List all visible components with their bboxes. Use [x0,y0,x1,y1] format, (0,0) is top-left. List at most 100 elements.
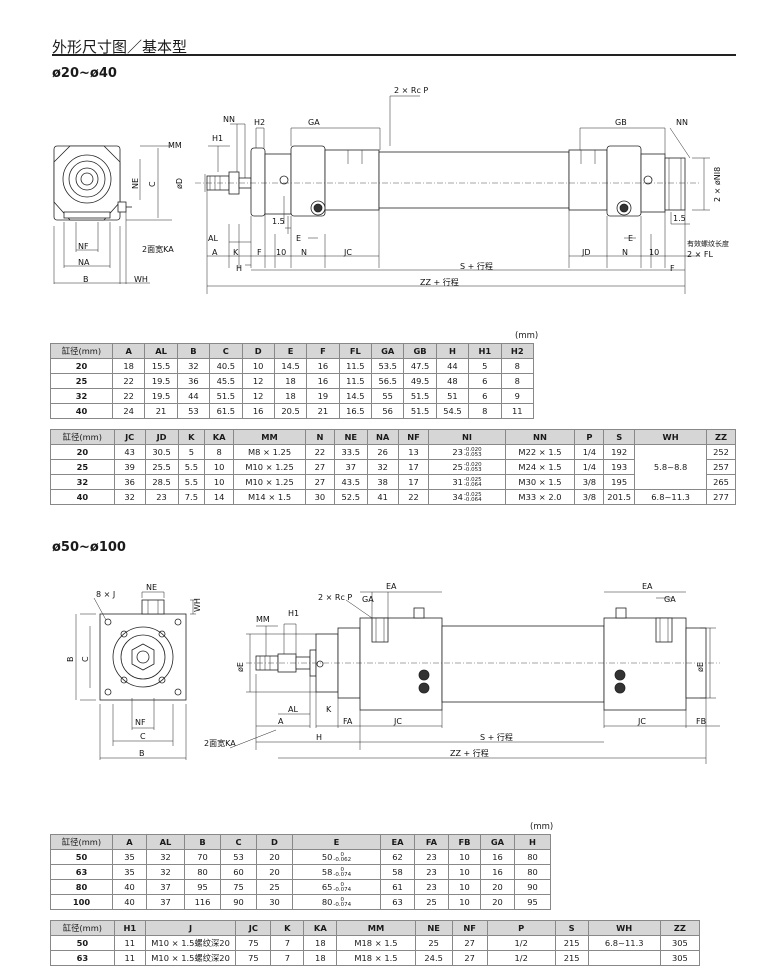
label-wh: WH [193,598,202,612]
table-cell: 7 [270,950,305,966]
table-cell: 25 [414,894,449,910]
table-cell: 25 [256,879,293,895]
table-cell: 18 [303,935,338,951]
label-jc-left: JC [393,717,402,726]
label-c-vertical: C [81,656,90,662]
label-f: F [257,248,262,257]
table-cell: 215 [554,950,589,966]
table-cell: 27 [305,474,335,490]
table-cell: 16 [241,403,275,419]
ni-cell: 23-0.020-0.053 [428,444,506,460]
table-cell: 23 [414,849,449,865]
tolerance: -0.025-0.064 [463,477,482,488]
label-jc: JC [343,248,352,257]
nominal-value: 65 [321,882,333,892]
table-cell: 8 [500,373,534,389]
tolerance-lower: -0.062 [333,856,352,863]
label-nf: NF [135,718,146,727]
table-cell: 215 [554,935,589,951]
label-s-stroke: S + 行程 [460,261,493,271]
table-cell: 1/4 [574,459,605,475]
label-2xrcp: 2 × Rc P [394,86,428,95]
table-cell: 80 [50,879,113,895]
label-10-left: 10 [276,248,286,257]
column-header: GA [480,834,515,850]
label-nf: NF [78,242,89,251]
label-2xfl: 2 × FL [687,250,713,259]
table-cell: 5 [177,444,206,460]
label-ga: GA [308,118,320,127]
table-cell: 20 [50,444,115,460]
table-cell: 20 [480,894,515,910]
table-cell: 32 [50,388,113,404]
table-cell: 25 [414,935,453,951]
label-mm: MM [168,141,182,150]
end-view [75,591,196,760]
table-cell: 75 [220,879,257,895]
table-cell: 75 [235,935,272,951]
tolerance-lower: -0.074 [333,886,352,893]
table-cell: M10 × 1.5螺纹深20 [144,950,237,966]
column-header: FA [414,834,449,850]
label-thread-length: 有效螺纹长度 [687,239,729,248]
column-header: WH [587,920,661,936]
table-cell: 8 [204,444,235,460]
label-a: A [212,248,218,257]
column-header: NF [397,429,430,445]
table-cell: 43.5 [333,474,368,490]
label-k: K [233,248,239,257]
table-cell: 20 [256,864,293,880]
tolerance-lower: -0.064 [463,481,482,488]
column-header: K [177,429,206,445]
table-cell: 13 [397,444,430,460]
column-header: ZZ [706,429,736,445]
table-cell: 16.5 [338,403,373,419]
table-cell: 5 [468,358,502,374]
column-header: NE [414,920,453,936]
column-header: 缸径(mm) [50,429,115,445]
label-2-face-ka: 2面宽KA [142,244,174,254]
table-cell: 20 [480,879,515,895]
label-b: B [83,275,89,284]
table-cell: 19.5 [144,388,178,404]
label-2-face-ka: 2面宽KA [204,738,236,748]
label-mm: MM [256,615,270,624]
column-header: S [603,429,636,445]
dimension-lines [204,95,710,294]
table-cell: 47.5 [403,358,437,374]
table-cell: 38 [366,474,399,490]
table-cell: 33.5 [333,444,368,460]
label-c: C [148,181,157,187]
table-cell: 11 [113,935,146,951]
dimension-lines [229,591,720,764]
table-cell: 70 [184,849,221,865]
table-cell: 48 [435,373,470,389]
table-cell: 51.5 [403,388,437,404]
label-n-left: N [301,248,307,257]
column-header: JD [144,429,179,445]
label-ea-right: EA [642,582,653,591]
label-oe-right: øE [696,662,705,672]
label-8xj: 8 × J [96,590,115,599]
table-cell: 60 [220,864,257,880]
table-cell: M10 × 1.25 [233,459,307,475]
table-cell: 95 [514,894,551,910]
table-cell: 252 [706,444,736,460]
wh-cell: 6.8~11.3 [634,489,708,505]
table-cell: 24 [111,403,146,419]
table-cell: 20.5 [273,403,308,419]
label-k: K [326,705,332,714]
column-header: JC [235,920,272,936]
label-a: A [278,717,284,726]
column-header: ZZ [659,920,701,936]
wh-cell: 5.8~8.8 [634,444,708,490]
table-cell: 25.5 [144,459,179,475]
